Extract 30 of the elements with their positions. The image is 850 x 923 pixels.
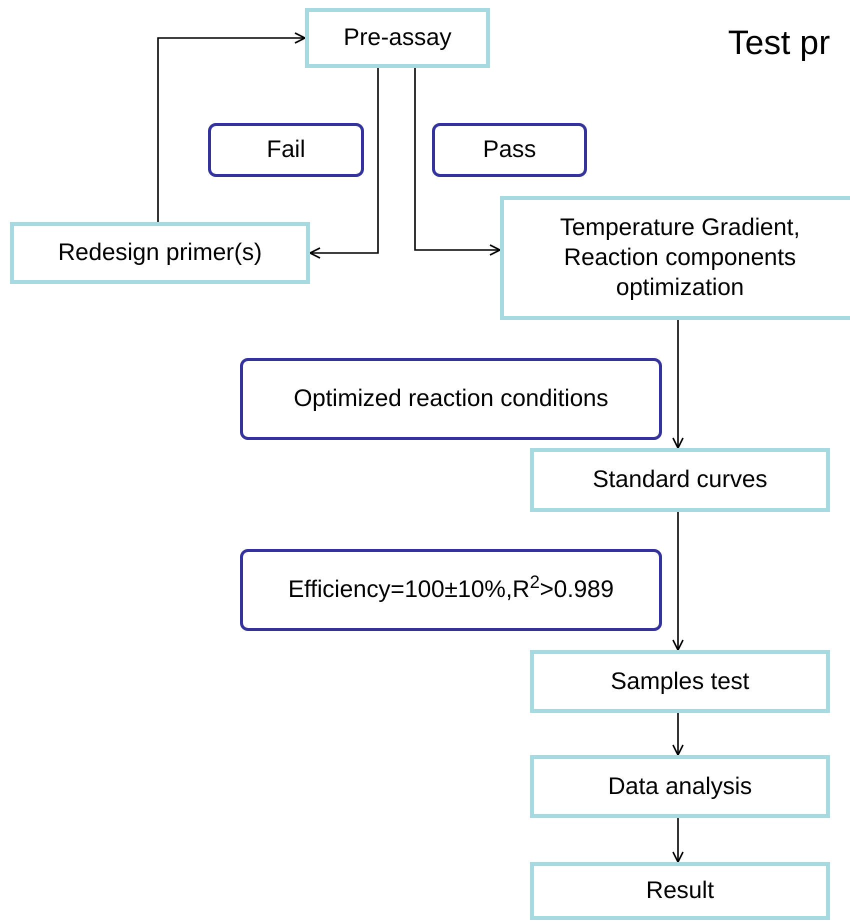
- process-box: [10, 222, 310, 284]
- arrow: [672, 320, 684, 449]
- box-text: Temperature Gradient, Reaction components optimization: [558, 213, 802, 303]
- box-text: Standard curves: [592, 465, 768, 495]
- process-box: [530, 650, 830, 713]
- box-text: Pre-assay: [343, 23, 452, 53]
- rounded-label-box: [208, 123, 364, 177]
- process-box: [530, 862, 830, 920]
- box-text: Samples test: [610, 666, 750, 696]
- rounded-label-box: [432, 123, 587, 177]
- arrow: [672, 818, 684, 863]
- arrow: [157, 32, 306, 222]
- box-text: Efficiency=100±10%,R$^{2}$>0.989: [288, 575, 614, 605]
- arrow: [672, 512, 684, 651]
- rounded-label-box: [240, 549, 662, 631]
- box-text: Redesign primer(s): [58, 238, 262, 268]
- arrow: [672, 713, 684, 756]
- process-box: [530, 448, 830, 512]
- box-text: Fail: [266, 135, 306, 165]
- arrow: [309, 68, 379, 259]
- box-text: Data analysis: [608, 772, 752, 802]
- process-box: [305, 8, 490, 68]
- box-text: Optimized reaction conditions: [294, 384, 608, 414]
- process-box: [500, 196, 850, 320]
- rounded-label-box: [240, 358, 662, 440]
- title: Test pr: [728, 23, 830, 64]
- process-box: [530, 755, 830, 818]
- box-text: Pass: [482, 135, 536, 165]
- box-text: Result: [646, 876, 714, 906]
- arrow: [414, 68, 501, 256]
